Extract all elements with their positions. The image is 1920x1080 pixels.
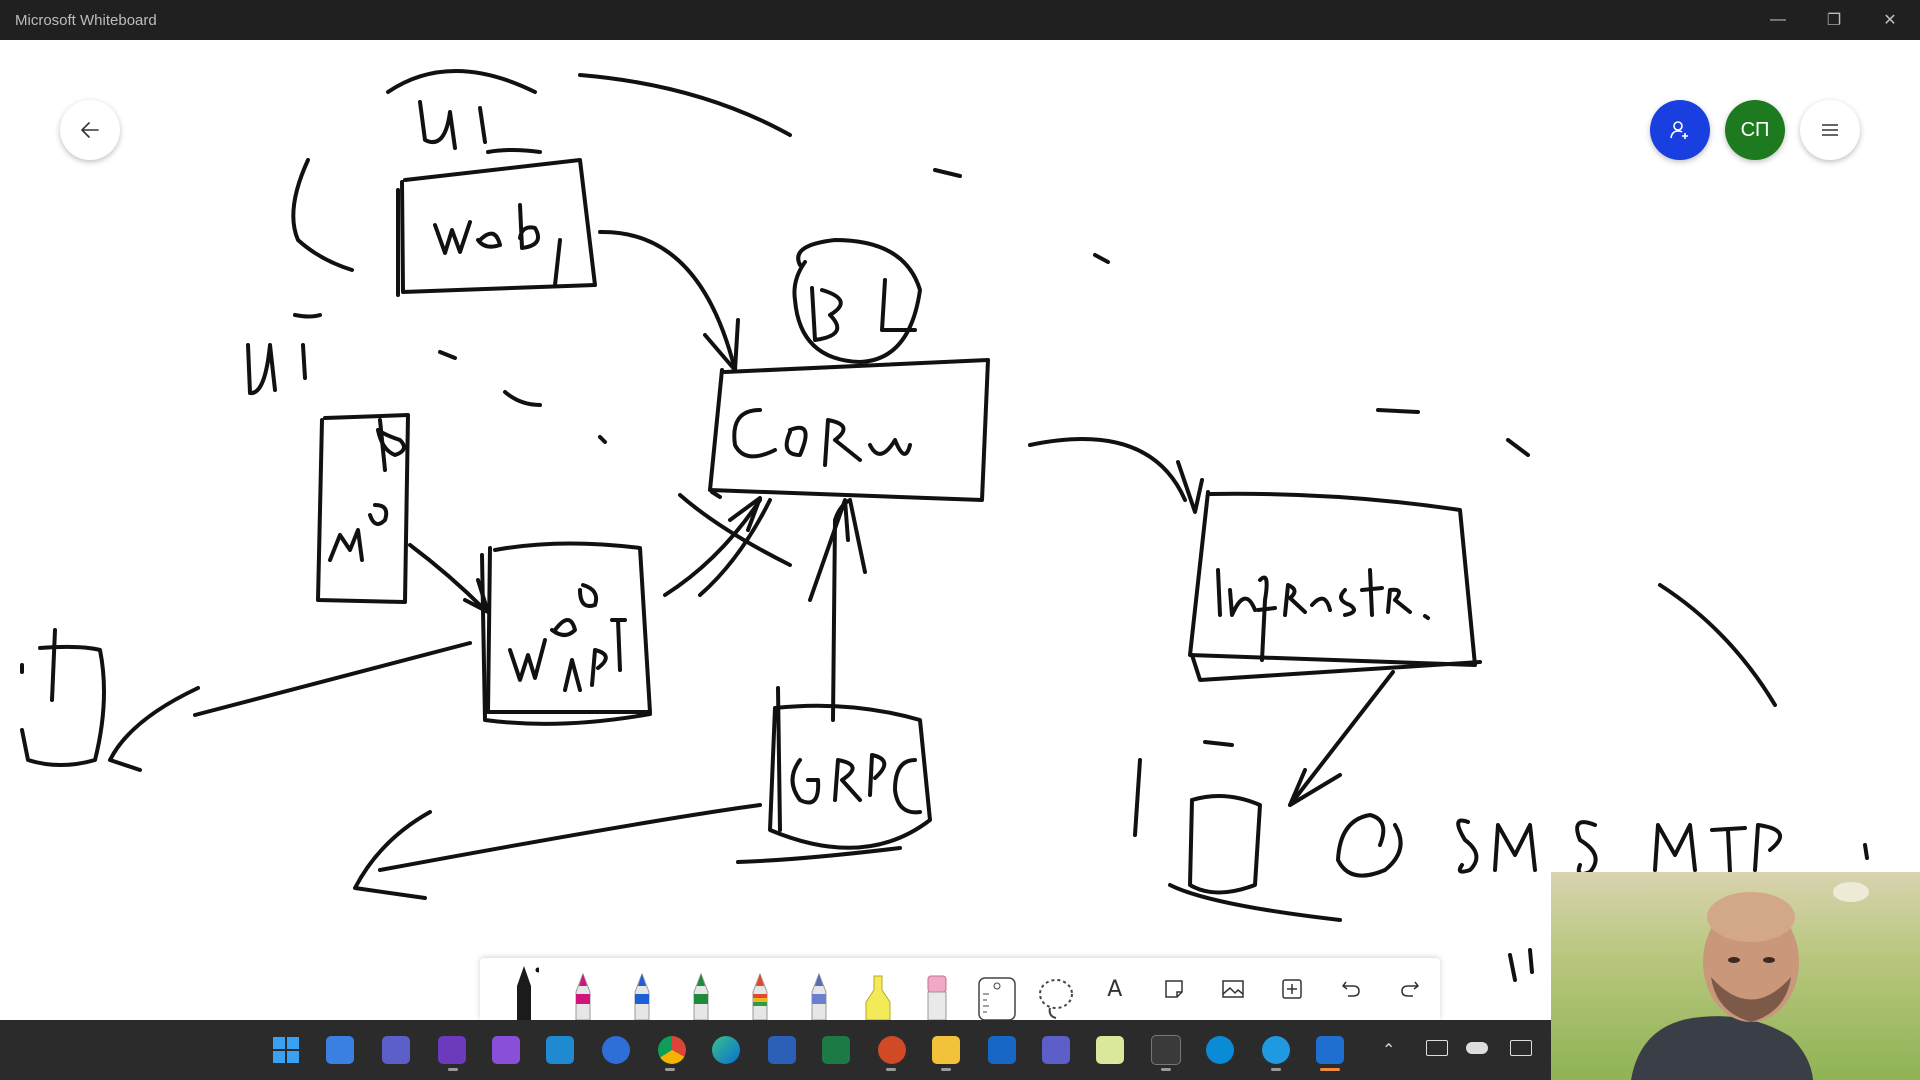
hamburger-menu-icon <box>1822 124 1838 136</box>
eraser-icon <box>927 975 947 1020</box>
running-indicator <box>1161 1068 1171 1071</box>
minimize-button[interactable]: — <box>1770 11 1786 28</box>
ruler-tool[interactable] <box>967 958 1026 1020</box>
tray-onedrive-icon[interactable] <box>1466 1042 1488 1054</box>
user-initials: СП <box>1740 118 1770 141</box>
taskbar-excel[interactable] <box>816 1030 856 1070</box>
vs-code-icon <box>546 1036 574 1064</box>
powerpoint-icon <box>878 1036 906 1064</box>
running-indicator <box>1271 1068 1281 1071</box>
taskbar-whiteboard[interactable] <box>1310 1030 1350 1070</box>
insert-tool[interactable] <box>1263 958 1322 1020</box>
webcam-video-overlay <box>1551 872 1920 1080</box>
taskbar-file-explorer[interactable] <box>926 1030 966 1070</box>
pen-rainbow-tool[interactable] <box>731 958 790 1020</box>
video-call-icon <box>382 1036 410 1064</box>
close-button[interactable]: ✕ <box>1883 12 1897 29</box>
running-indicator <box>886 1068 896 1071</box>
text-tool[interactable]: A <box>1085 958 1144 1020</box>
taskbar-visual-studio-preview[interactable] <box>486 1030 526 1070</box>
sticky-note-tool[interactable] <box>1144 958 1203 1020</box>
undo-button[interactable] <box>1322 958 1381 1020</box>
app-circle-icon <box>602 1036 630 1064</box>
insert-plus-icon <box>1282 979 1302 999</box>
pen-black-tool[interactable] <box>494 958 553 1020</box>
skype-icon <box>1206 1036 1234 1064</box>
add-person-icon <box>1670 121 1688 139</box>
taskbar-outlook[interactable] <box>982 1030 1022 1070</box>
pen-black-icon <box>516 966 539 1020</box>
tray-display-icon[interactable] <box>1426 1040 1448 1056</box>
whiteboard-icon <box>1316 1036 1344 1064</box>
title-bar: Microsoft Whiteboard — ❐ ✕ <box>0 0 1920 40</box>
tray-overflow-icon[interactable]: ⌃ <box>1382 1042 1396 1059</box>
taskbar-word[interactable] <box>762 1030 802 1070</box>
pen-magenta-icon <box>575 972 591 1020</box>
lasso-icon <box>1038 979 1073 1019</box>
window-title: Microsoft Whiteboard <box>15 12 157 29</box>
lasso-tool[interactable] <box>1026 958 1085 1020</box>
menu-button[interactable] <box>1800 100 1860 160</box>
pen-green-tool[interactable] <box>671 958 730 1020</box>
taskbar-vs-code[interactable] <box>540 1030 580 1070</box>
highlighter-icon <box>865 975 891 1020</box>
windows-logo-icon <box>273 1037 299 1063</box>
taskbar-app-circle[interactable] <box>596 1030 636 1070</box>
pen-blue-tool[interactable] <box>612 958 671 1020</box>
taskbar-chrome[interactable] <box>652 1030 692 1070</box>
chart-app-icon <box>1096 1036 1124 1064</box>
taskbar-teams[interactable] <box>1036 1030 1076 1070</box>
back-button[interactable] <box>60 100 120 160</box>
undo-icon <box>1342 981 1361 997</box>
user-avatar[interactable]: СП <box>1725 100 1785 160</box>
image-tool[interactable] <box>1204 958 1263 1020</box>
sticky-note-icon <box>1165 980 1183 998</box>
ink-toolbar: A <box>480 958 1440 1020</box>
image-icon <box>1222 980 1244 998</box>
folder-icon <box>932 1036 960 1064</box>
running-indicator <box>665 1068 675 1071</box>
taskbar-widgets[interactable] <box>320 1030 360 1070</box>
running-indicator <box>448 1068 458 1071</box>
taskbar-video-call[interactable] <box>376 1030 416 1070</box>
eraser-tool[interactable] <box>908 958 967 1020</box>
arrow-left-icon <box>81 122 99 138</box>
widgets-icon <box>326 1036 354 1064</box>
taskbar-terminal[interactable] <box>1146 1030 1186 1070</box>
restore-button[interactable]: ❐ <box>1826 12 1842 29</box>
tray-keyboard-icon[interactable] <box>1510 1040 1532 1056</box>
pen-blue-icon <box>634 972 650 1020</box>
ruler-icon <box>977 977 1016 1020</box>
active-app-indicator <box>1320 1068 1340 1071</box>
redo-button[interactable] <box>1381 958 1440 1020</box>
visual-studio-icon <box>438 1036 466 1064</box>
edge-icon <box>712 1036 740 1064</box>
outlook-icon <box>988 1036 1016 1064</box>
pen-galaxy-tool[interactable] <box>790 958 849 1020</box>
taskbar-app-chart[interactable] <box>1090 1030 1130 1070</box>
pen-magenta-tool[interactable] <box>553 958 612 1020</box>
excel-icon <box>822 1036 850 1064</box>
chrome-icon <box>658 1036 686 1064</box>
taskbar-edge[interactable] <box>706 1030 746 1070</box>
presenter-video-feed <box>1631 882 1869 1080</box>
taskbar-visual-studio[interactable] <box>432 1030 472 1070</box>
visual-studio-preview-icon <box>492 1036 520 1064</box>
invite-button[interactable] <box>1650 100 1710 160</box>
docker-icon <box>1262 1036 1290 1064</box>
terminal-icon <box>1151 1035 1181 1065</box>
text-icon: A <box>1107 976 1123 1002</box>
pen-rainbow-icon <box>752 972 768 1020</box>
pen-green-icon <box>693 972 709 1020</box>
redo-icon <box>1401 981 1420 997</box>
highlighter-tool[interactable] <box>849 958 908 1020</box>
taskbar-skype[interactable] <box>1200 1030 1240 1070</box>
taskbar-docker[interactable] <box>1256 1030 1296 1070</box>
pen-galaxy-icon <box>811 972 827 1020</box>
running-indicator <box>941 1068 951 1071</box>
windows-start-button[interactable] <box>266 1030 306 1070</box>
teams-icon <box>1042 1036 1070 1064</box>
word-icon <box>768 1036 796 1064</box>
taskbar-powerpoint[interactable] <box>872 1030 912 1070</box>
